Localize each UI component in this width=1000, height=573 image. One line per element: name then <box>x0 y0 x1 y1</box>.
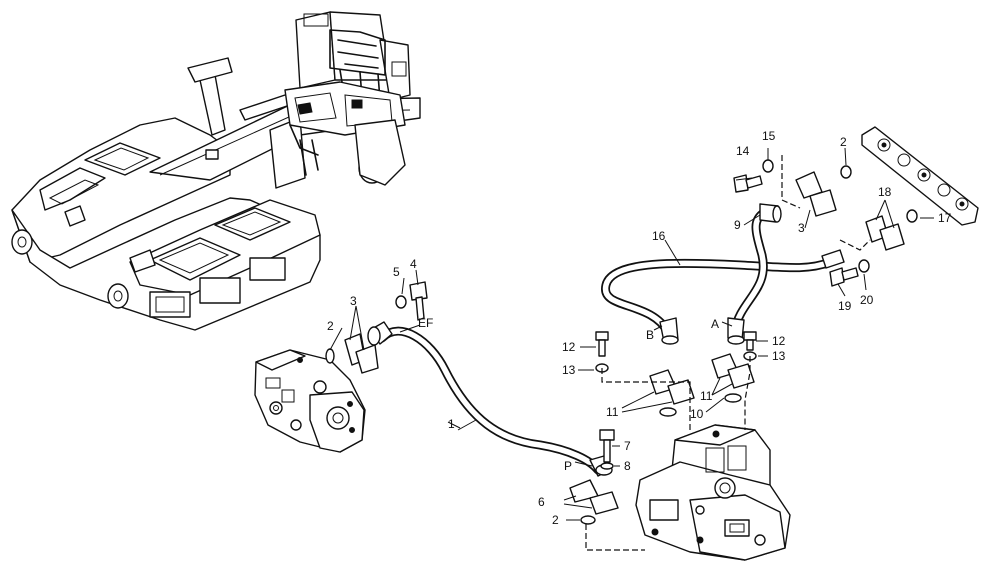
callout-12-right: 12 <box>772 334 786 348</box>
valve-assembly <box>635 424 791 561</box>
callout-13-right: 13 <box>772 349 786 363</box>
callout-12-left: 12 <box>562 340 576 354</box>
front-axle-frame <box>11 11 421 331</box>
bolt-4-washer-5 <box>395 281 428 321</box>
callout-9: 9 <box>734 218 741 232</box>
port-label-a: A <box>711 317 719 331</box>
callout-numbers: 1 2 2 2 3 3 4 5 6 7 8 9 10 11 11 12 12 1… <box>327 129 952 527</box>
callout-6: 6 <box>538 495 545 509</box>
control-valve-block <box>254 349 366 453</box>
callout-8: 8 <box>624 459 631 473</box>
callout-20: 20 <box>860 293 874 307</box>
assembly-lines <box>585 155 871 551</box>
callout-3-right: 3 <box>798 221 805 235</box>
callout-13-left: 13 <box>562 363 576 377</box>
leader-lines <box>329 147 934 521</box>
bolt-14-washer-15 <box>733 159 852 217</box>
flange-clamp-6 <box>569 479 619 525</box>
callout-3-left: 3 <box>350 294 357 308</box>
hose-16 <box>601 249 845 345</box>
hose-9 <box>727 203 782 345</box>
callout-14: 14 <box>736 144 750 158</box>
callout-15: 15 <box>762 129 776 143</box>
callout-18: 18 <box>878 185 892 199</box>
flange-clamp-18 <box>865 209 918 251</box>
callout-11-right: 11 <box>700 389 713 403</box>
flange-clamp-3-left <box>325 333 379 374</box>
callout-19: 19 <box>838 299 852 313</box>
callout-16: 16 <box>652 229 666 243</box>
callout-10: 10 <box>690 407 704 421</box>
port-label-p: P <box>564 459 572 473</box>
callout-2-top: 2 <box>840 135 847 149</box>
callout-1: 1 <box>448 417 455 431</box>
port-label-ef: EF <box>418 316 433 330</box>
callout-11-left: 11 <box>606 405 619 419</box>
callout-4: 4 <box>410 257 417 271</box>
callout-7: 7 <box>624 439 631 453</box>
callout-5: 5 <box>393 265 400 279</box>
callout-17: 17 <box>938 211 952 225</box>
callout-2-left: 2 <box>327 319 334 333</box>
port-label-b: B <box>646 328 654 342</box>
bolt-7-washer-8 <box>599 429 615 470</box>
bolt-19-washer-20 <box>829 259 870 287</box>
callout-2-bottom: 2 <box>552 513 559 527</box>
connector-plate <box>861 126 979 226</box>
hose-1 <box>367 321 613 477</box>
